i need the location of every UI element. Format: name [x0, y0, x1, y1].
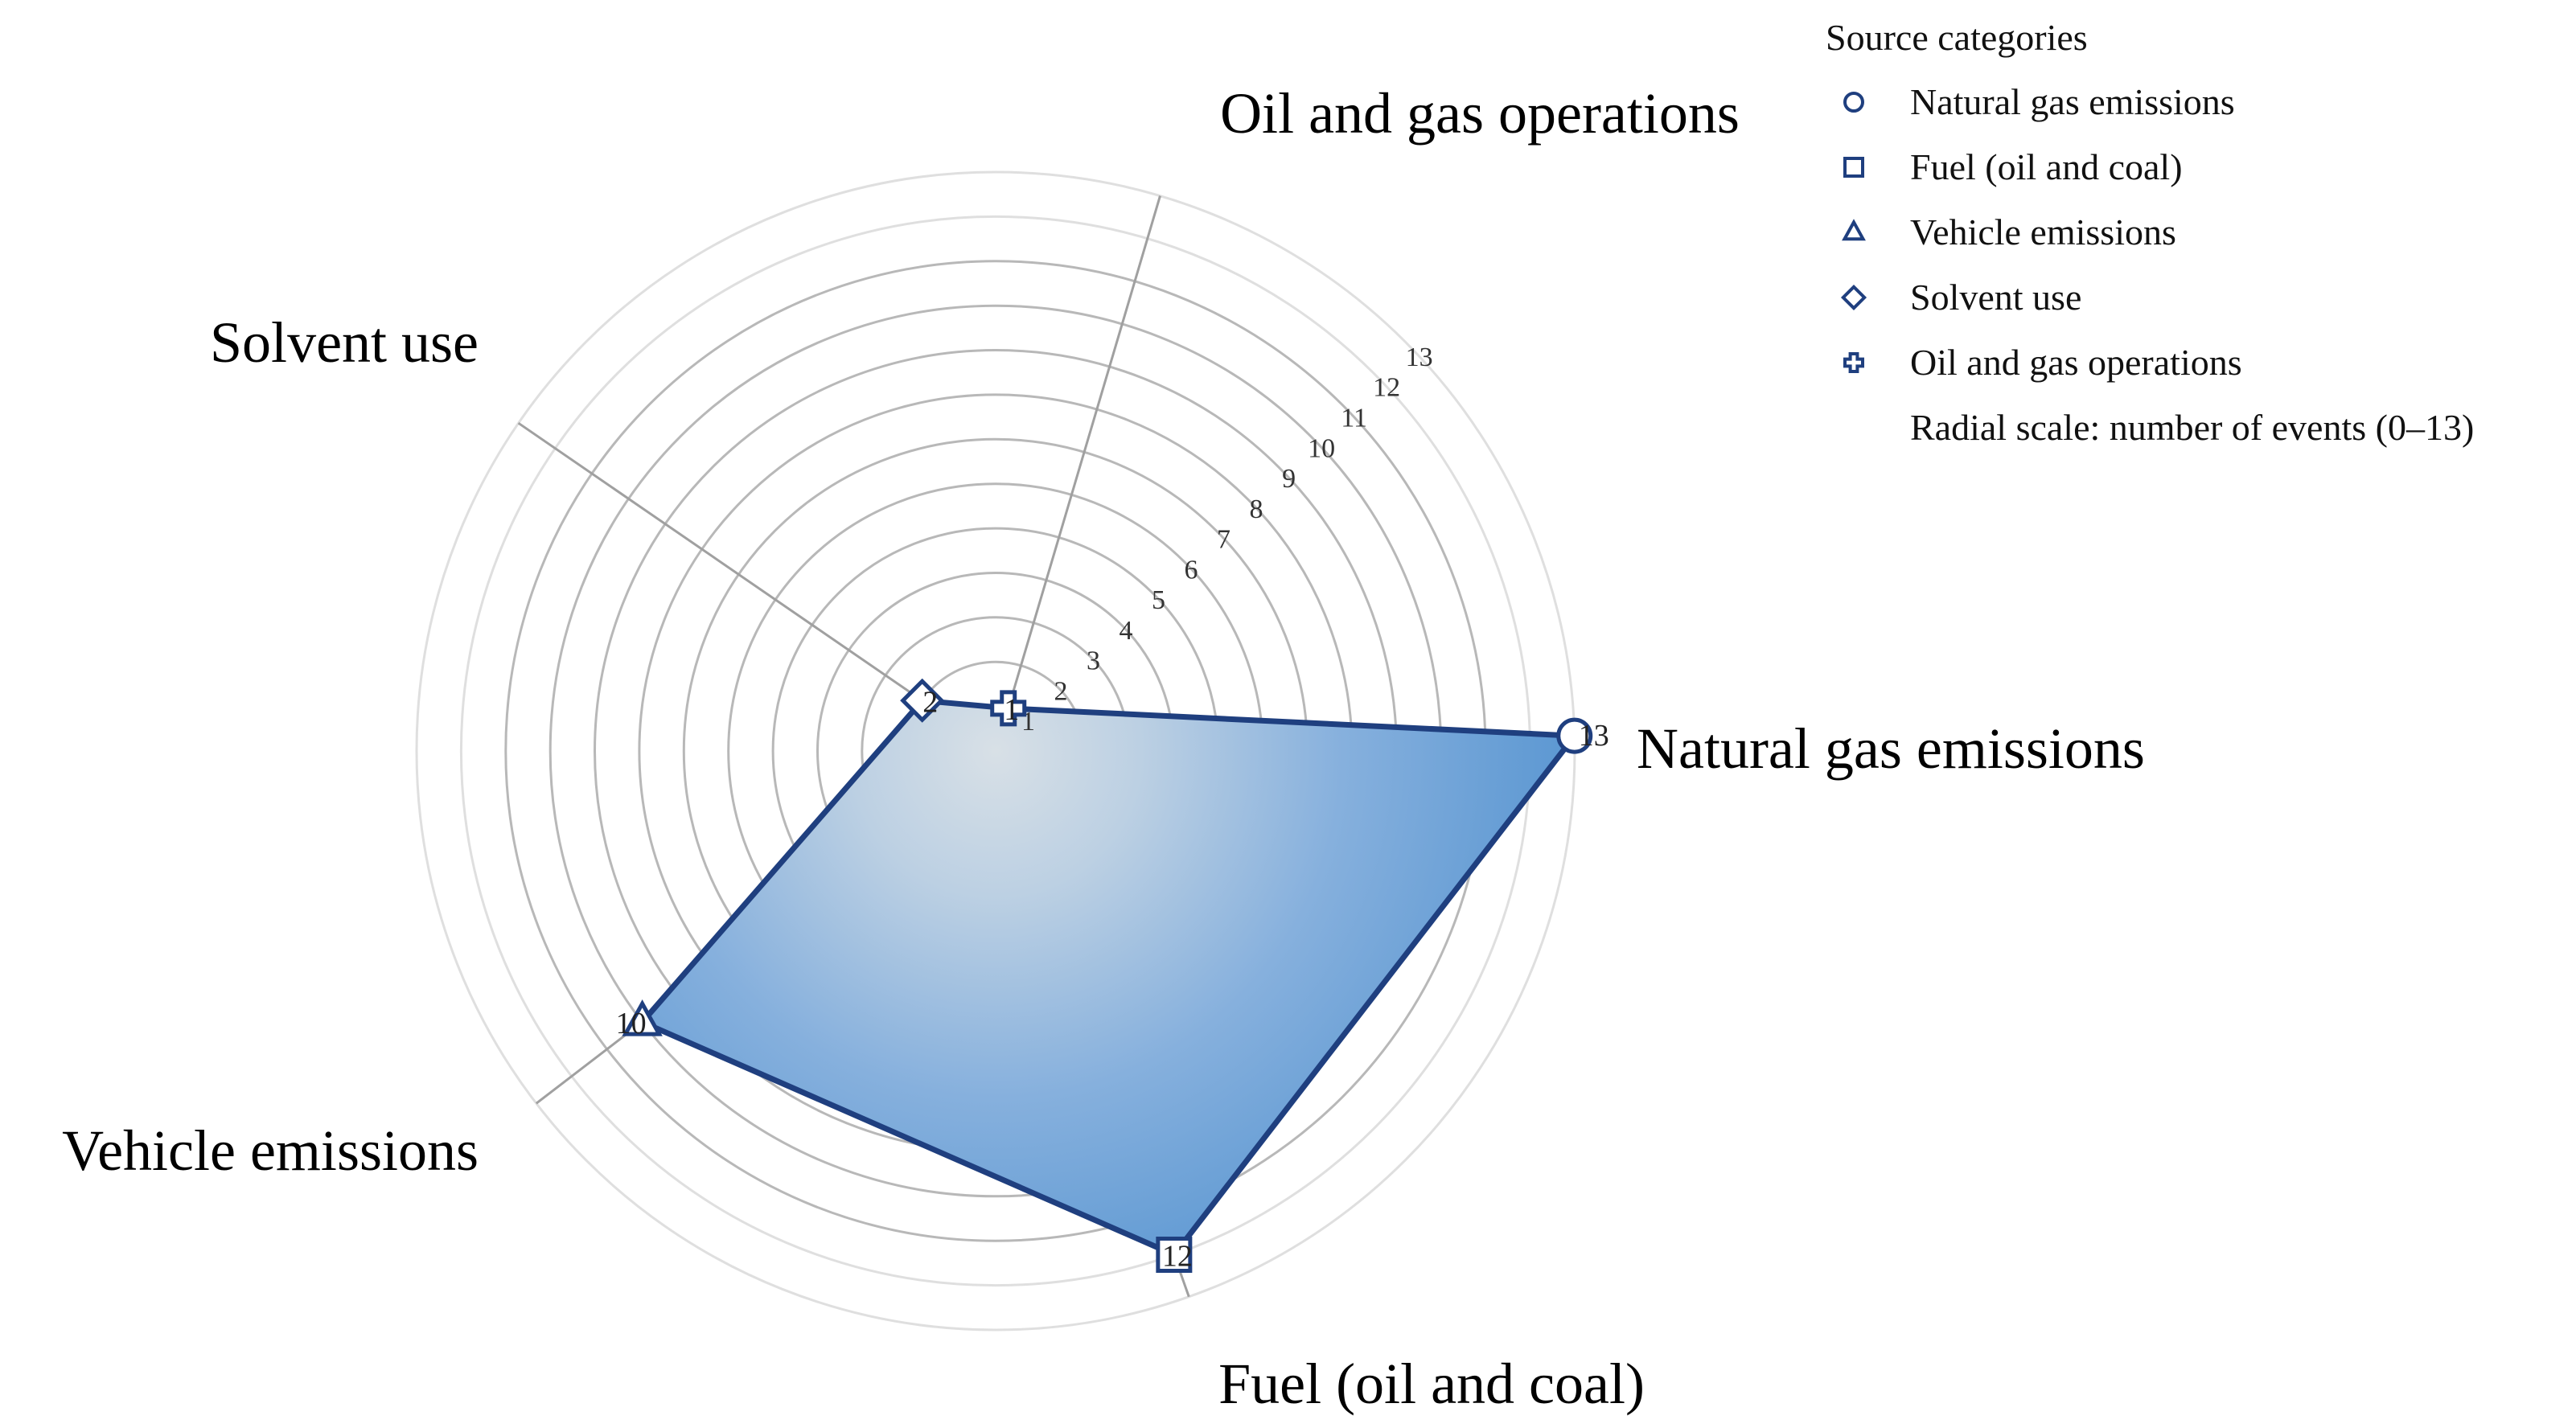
value-label-3: 10: [616, 1007, 647, 1040]
legend-item-2: Fuel (oil and coal): [1910, 146, 2183, 187]
radial-tick-10: 10: [1308, 433, 1335, 463]
legend-marker-circle: [1843, 92, 1864, 113]
legend-item-4: Solvent use: [1910, 277, 2081, 318]
value-label-5: 1: [1004, 693, 1019, 727]
spoke-5: [994, 195, 1161, 752]
legend-marker-diamond: [1840, 284, 1867, 311]
marker-plus: [990, 690, 1027, 727]
marker-circle: [1556, 717, 1593, 754]
legend-note: Radial scale: number of events (0–13): [1910, 407, 2474, 448]
radial-tick-9: 9: [1282, 464, 1296, 494]
radial-tick-12: 12: [1373, 373, 1400, 403]
category-label-5: Oil and gas operations: [1220, 81, 1740, 146]
radial-tick-13: 13: [1406, 343, 1433, 372]
radial-tick-7: 7: [1217, 525, 1230, 555]
legend-marker-square: [1843, 157, 1864, 178]
value-label-4: 2: [922, 685, 938, 719]
value-label-2: 12: [1162, 1240, 1193, 1274]
data-area: [639, 697, 1578, 1258]
category-label-4: Solvent use: [210, 310, 479, 375]
radial-tick-5: 5: [1152, 585, 1165, 615]
legend-title: Source categories: [1826, 17, 2088, 58]
value-label-1: 13: [1579, 719, 1609, 753]
category-label-1: Natural gas emissions: [1637, 716, 2145, 781]
marker-triangle: [622, 999, 663, 1036]
category-label-3: Vehicle emissions: [62, 1118, 479, 1183]
radial-tick-4: 4: [1120, 616, 1133, 646]
radial-tick-8: 8: [1250, 494, 1263, 524]
category-label-2: Fuel (oil and coal): [1218, 1352, 1645, 1416]
legend-marker-triangle: [1842, 219, 1866, 241]
marker-diamond: [900, 678, 945, 723]
legend-item-1: Natural gas emissions: [1910, 81, 2235, 122]
legend: Source categories Radial scale: number o…: [1826, 17, 2474, 448]
data-polygon: [639, 697, 1578, 1258]
marker-square: [1156, 1236, 1193, 1273]
radial-tick-6: 6: [1185, 555, 1198, 585]
legend-item-3: Vehicle emissions: [1910, 211, 2176, 252]
radial-tick-3: 3: [1087, 646, 1100, 676]
data-markers: [622, 678, 1593, 1273]
value-labels: 13 12 10 2 1: [616, 685, 1609, 1273]
radial-tick-2: 2: [1054, 677, 1068, 707]
radial-tick-11: 11: [1341, 404, 1367, 433]
legend-item-5: Oil and gas operations: [1910, 342, 2242, 383]
legend-marker-plus: [1843, 352, 1864, 373]
